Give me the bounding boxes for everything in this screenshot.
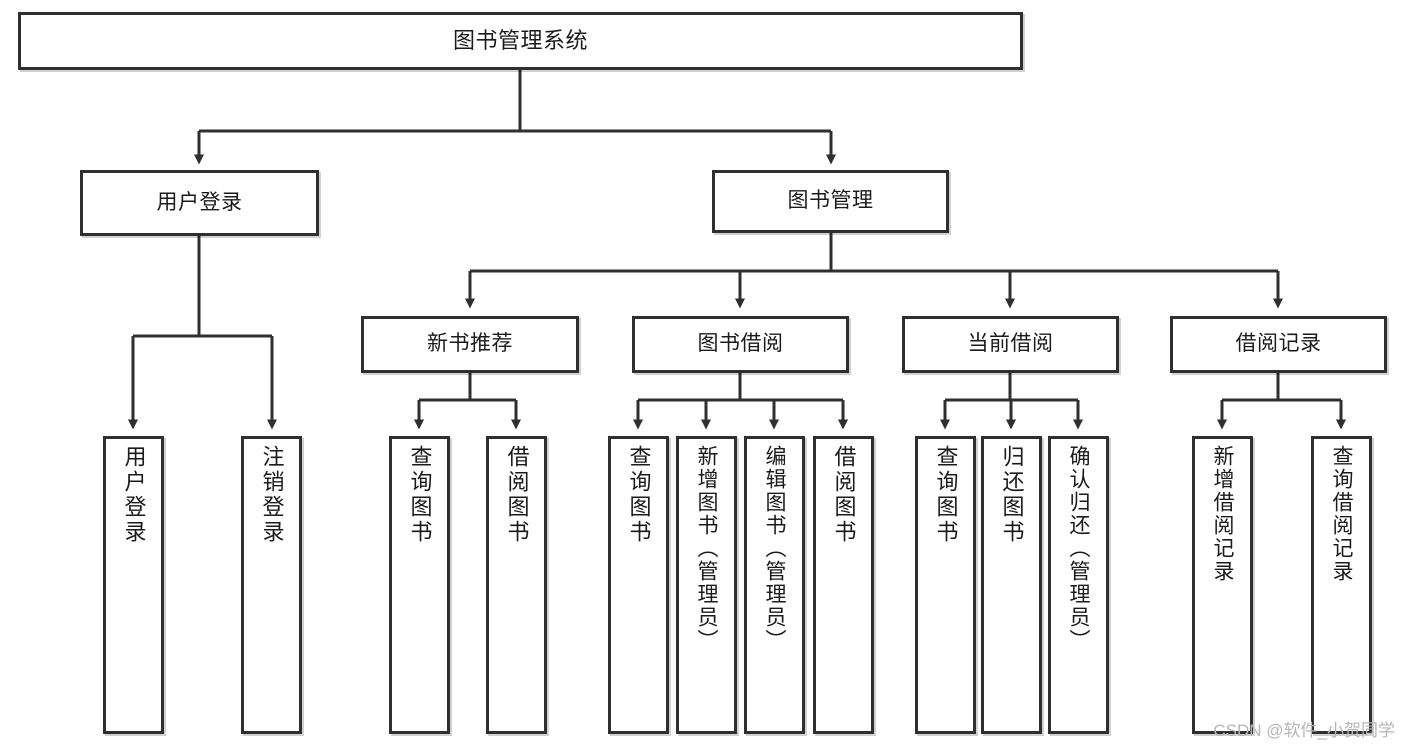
node-label: 查询图书 [933, 445, 959, 545]
node-label: 图书管理 [787, 189, 874, 213]
node-label: 用户登录 [156, 190, 243, 214]
node-label: 查询图书 [407, 445, 433, 545]
node-label: 确认归还（管理员） [1067, 445, 1090, 652]
leaf-logout[interactable]: 注销登录 [241, 436, 302, 734]
node-label: 新增借阅记录 [1211, 445, 1234, 583]
leaf-edit-book-admin[interactable]: 编辑图书（管理员） [744, 436, 805, 734]
node-label: 新书推荐 [427, 332, 513, 356]
leaf-query-book-recommend[interactable]: 查询图书 [389, 436, 450, 734]
node-label: 借阅图书 [831, 445, 857, 545]
node-label: 查询借阅记录 [1330, 445, 1353, 583]
leaf-query-book-current[interactable]: 查询图书 [915, 436, 976, 734]
node-label: 查询图书 [626, 445, 652, 545]
node-label: 图书管理系统 [452, 28, 588, 54]
leaf-confirm-return-admin[interactable]: 确认归还（管理员） [1048, 436, 1109, 734]
leaf-borrow-book[interactable]: 借阅图书 [813, 436, 874, 734]
node-label: 借阅图书 [504, 445, 530, 545]
node-label: 用户登录 [121, 445, 147, 545]
leaf-add-borrow-record[interactable]: 新增借阅记录 [1192, 436, 1253, 734]
node-user-login[interactable]: 用户登录 [80, 170, 319, 236]
node-borrow-records[interactable]: 借阅记录 [1170, 316, 1387, 373]
node-label: 图书借阅 [697, 332, 784, 356]
leaf-borrow-book-recommend[interactable]: 借阅图书 [486, 436, 547, 734]
node-book-borrow[interactable]: 图书借阅 [632, 316, 849, 373]
leaf-user-login[interactable]: 用户登录 [103, 436, 164, 734]
node-label: 新增图书（管理员） [695, 445, 718, 652]
node-new-book-recommend[interactable]: 新书推荐 [361, 316, 579, 373]
node-label: 注销登录 [259, 445, 285, 545]
node-label: 归还图书 [999, 445, 1025, 545]
node-book-management[interactable]: 图书管理 [712, 170, 949, 233]
node-label: 当前借阅 [967, 332, 1054, 356]
watermark-text: CSDN @软件_小贺同学 [1213, 721, 1395, 740]
leaf-add-book-admin[interactable]: 新增图书（管理员） [676, 436, 737, 734]
node-label: 编辑图书（管理员） [763, 445, 786, 652]
node-current-borrow[interactable]: 当前借阅 [902, 316, 1119, 373]
leaf-query-book-borrow[interactable]: 查询图书 [608, 436, 669, 734]
node-root-book-management-system[interactable]: 图书管理系统 [18, 12, 1023, 70]
leaf-query-borrow-record[interactable]: 查询借阅记录 [1311, 436, 1372, 734]
node-label: 借阅记录 [1235, 332, 1322, 356]
leaf-return-book[interactable]: 归还图书 [981, 436, 1042, 734]
